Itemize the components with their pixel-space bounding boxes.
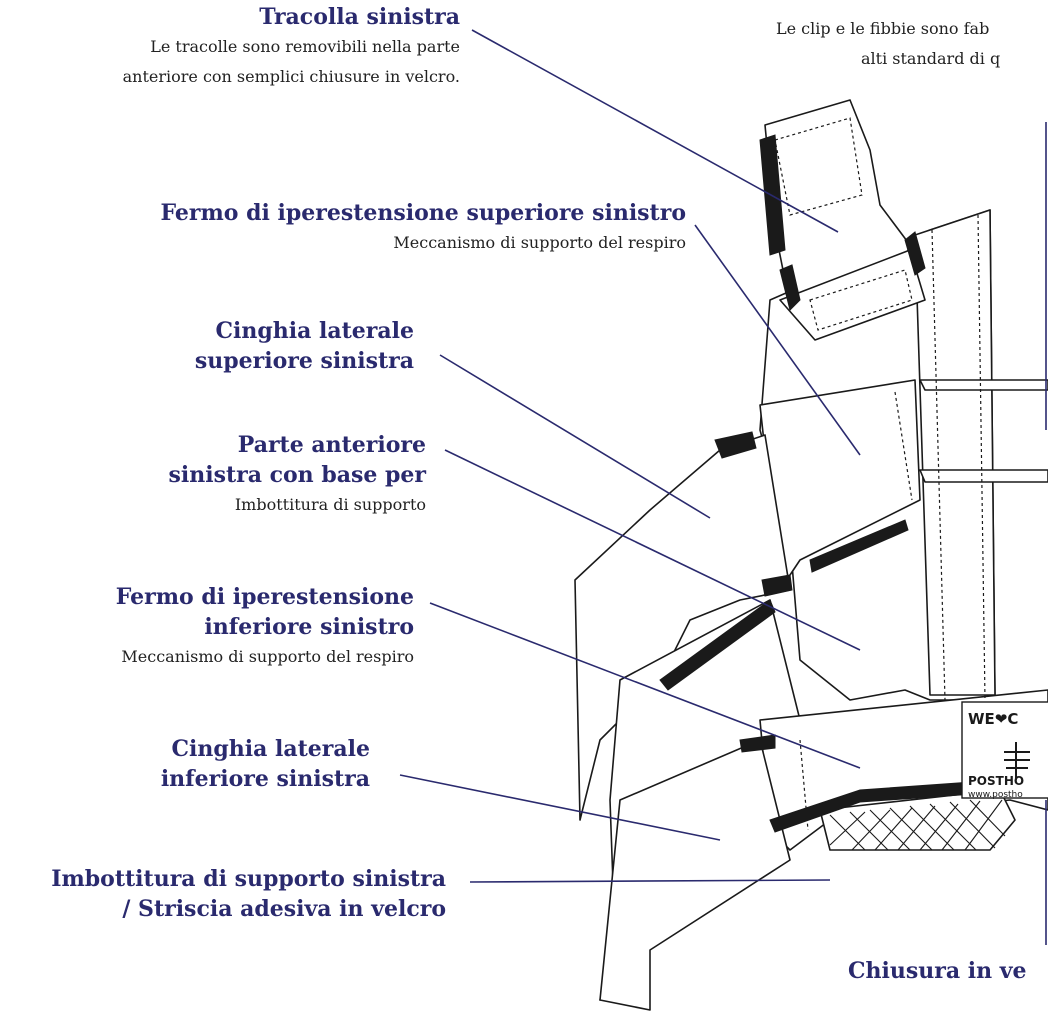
cinghia-sup-title-1: Cinghia laterale [215,318,414,344]
tracolla-title: Tracolla sinistra [259,4,460,30]
label-clip: Le clip e le fibbie sono fab alti standa… [776,14,1048,74]
tracolla-desc-2: anteriore con semplici chiusure in velcr… [122,67,460,86]
label-cinghia-inferiore: Cinghia laterale inferiore sinistra [0,734,370,794]
cinghia-inf-title-1: Cinghia laterale [171,736,370,762]
right-panel [914,209,996,696]
fermo-sup-desc: Meccanismo di supporto del respiro [393,233,686,252]
label-chiusura: Chiusura in ve [848,956,1048,986]
parte-ant-title-2: sinistra con base per [168,462,426,488]
parte-ant-title-1: Parte anteriore [237,432,426,458]
tracolla-desc-1: Le tracolle sono removibili nella parte [150,37,460,56]
label-imbottitura: Imbottitura di supporto sinistra / Stris… [0,864,446,924]
label-cinghia-superiore: Cinghia laterale superiore sinistra [0,316,414,376]
imbottitura-title-2: / Striscia adesiva in velcro [122,896,446,922]
label-fermo-inferiore: Fermo di iperestensione inferiore sinist… [0,582,414,672]
chiusura-title: Chiusura in ve [848,958,1027,984]
fermo-sup-title: Fermo di iperestensione superiore sinist… [160,200,687,226]
brand-badge [961,701,1048,799]
shoulder-strap [779,249,926,341]
fermo-inf-title-1: Fermo di iperestensione [115,584,414,610]
label-parte-anteriore: Parte anteriore sinistra con base per Im… [0,430,426,520]
badge-brand: POSTHO [968,774,1025,788]
clip-desc-2: alti standard di q [861,49,1001,68]
fermo-inf-title-2: inferiore sinistro [204,614,414,640]
fermo-inf-desc: Meccanismo di supporto del respiro [121,647,414,666]
imbottitura-title-1: Imbottitura di supporto sinistra [51,866,446,892]
cinghia-inf-title-2: inferiore sinistra [160,766,370,792]
cinghia-sup-title-2: superiore sinistra [194,348,414,374]
parte-ant-desc: Imbottitura di supporto [234,495,426,514]
label-tracolla: Tracolla sinistra Le tracolle sono remov… [0,2,460,92]
badge-line1: WE❤C [968,710,1019,728]
label-fermo-superiore: Fermo di iperestensione superiore sinist… [0,198,687,258]
badge-url: www.postho [968,790,1023,800]
clip-desc-1: Le clip e le fibbie sono fab [776,19,990,38]
